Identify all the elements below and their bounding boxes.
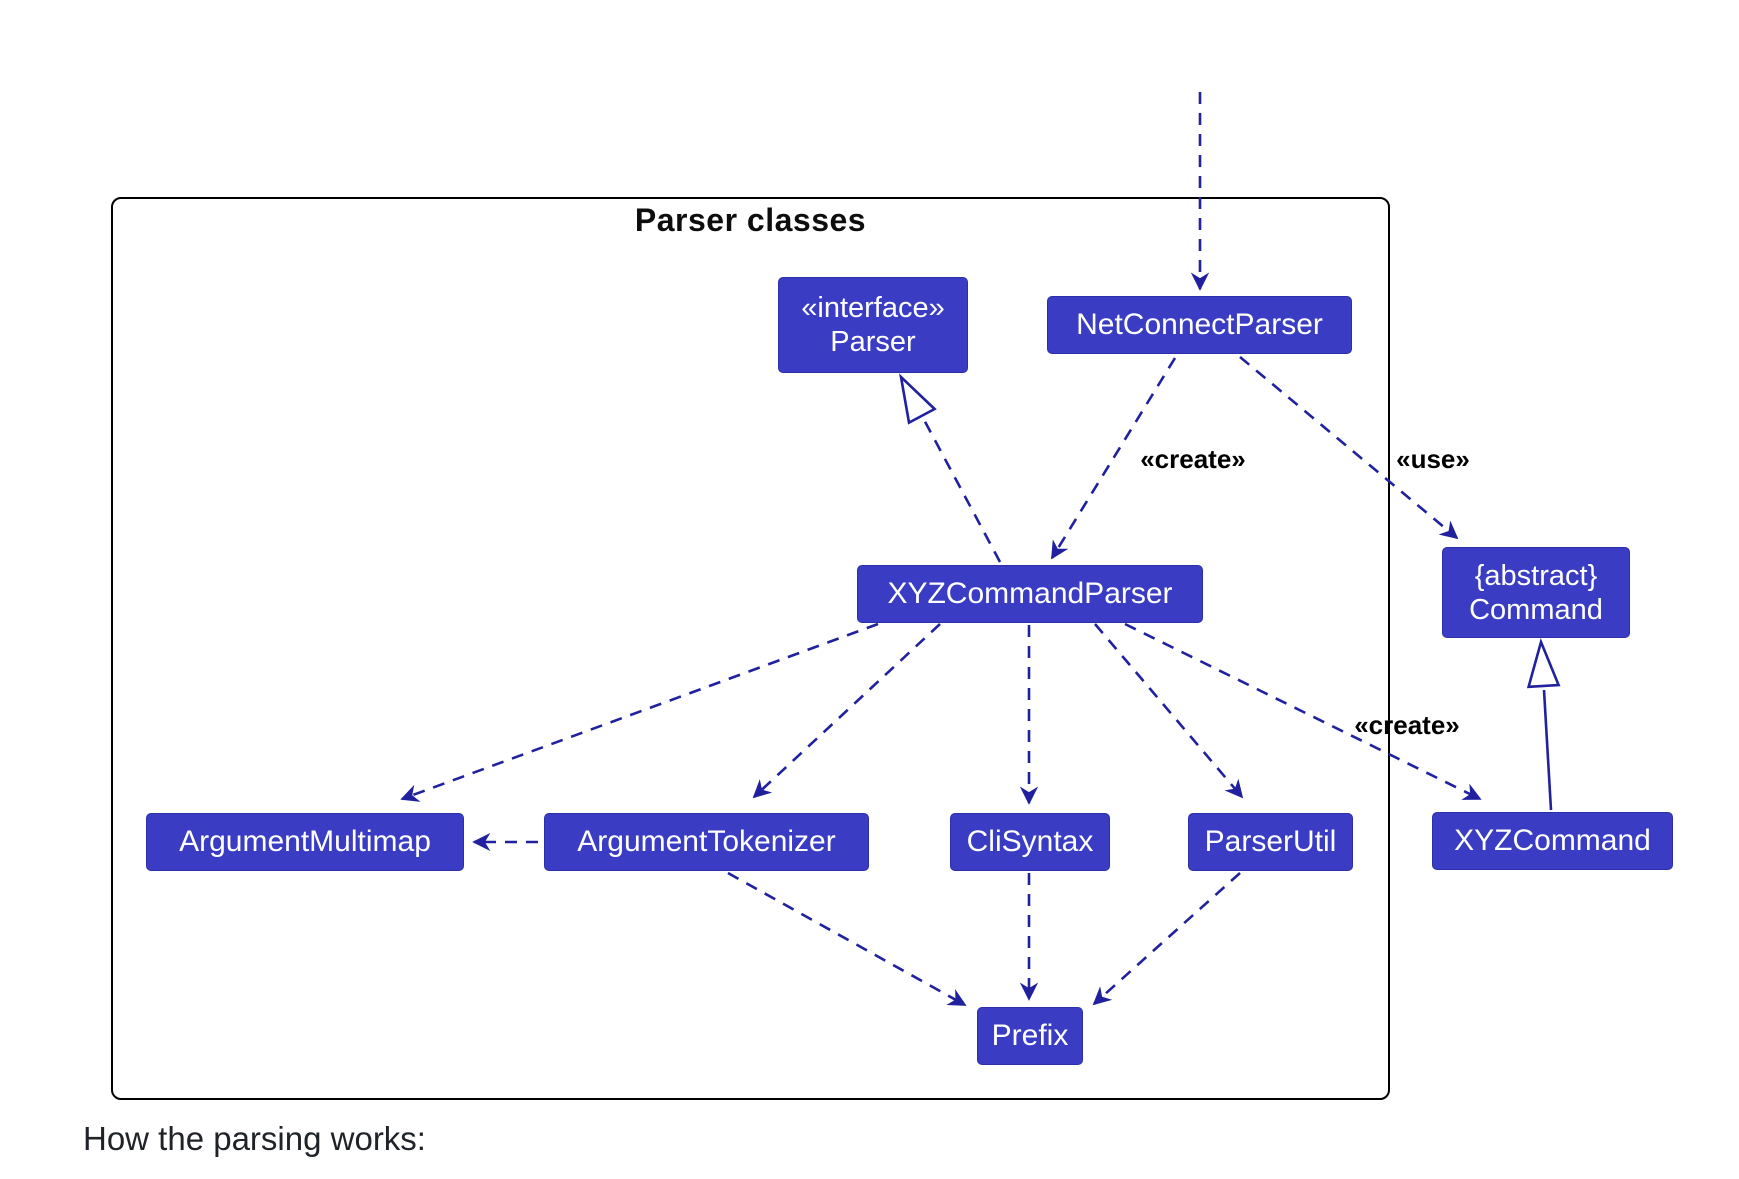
node-label: NetConnectParser [1076,308,1323,341]
edge-xyzcommandparser-to-xyzcommand-create [1124,622,1482,801]
node-xyzcommand: XYZCommand [1432,812,1673,870]
node-label: XYZCommand [1454,824,1651,857]
node-label: ArgumentMultimap [179,825,431,858]
edge-label-create-upper: «create» [1140,444,1246,474]
node-prefix: Prefix [977,1007,1083,1065]
edge-xyzcommand-to-command-generalization [1542,689,1553,811]
node-label: ArgumentTokenizer [577,825,836,858]
edge-label-create-lower: «create» [1354,710,1460,740]
node-parserutil: ParserUtil [1188,813,1353,871]
node-stereotype: «interface» [801,292,945,324]
node-xyzcommandparser: XYZCommandParser [857,565,1203,623]
edge-label-use: «use» [1396,444,1470,474]
node-stereotype: {abstract} [1474,559,1598,592]
node-label: Command [1469,593,1603,626]
footer-caption: How the parsing works: [83,1120,426,1157]
node-command-abstract: {abstract} Command [1442,547,1630,638]
edge-parserutil-to-prefix [1092,872,1241,1006]
node-argumenttokenizer: ArgumentTokenizer [544,813,869,871]
node-argumentmultimap: ArgumentMultimap [146,813,464,871]
node-netconnectparser: NetConnectParser [1047,296,1352,354]
generalization-triangle-icon [1526,637,1561,689]
realization-triangle-icon [899,373,937,425]
node-label: CliSyntax [966,825,1094,858]
edge-netconnectparser-to-xyzcommandparser-create [1050,357,1177,560]
node-label: Parser [830,326,916,358]
node-label: ParserUtil [1204,825,1337,858]
edge-xyzcommandparser-to-argumenttokenizer [752,623,941,799]
edge-argumenttokenizer-to-prefix [727,871,967,1007]
node-parser-interface: «interface» Parser [778,277,968,373]
node-label: XYZCommandParser [887,577,1173,610]
diagram-title: Parser classes [634,202,867,238]
edge-xyzcommandparser-to-argumentmultimap [400,622,879,802]
edge-netconnectparser-to-command-use [1239,356,1459,540]
edge-xyzcommandparser-to-parserutil [1094,623,1244,799]
edge-xyzcommandparser-to-parser-realization [920,415,1002,563]
node-clisyntax: CliSyntax [950,813,1110,871]
node-label: Prefix [991,1019,1069,1052]
